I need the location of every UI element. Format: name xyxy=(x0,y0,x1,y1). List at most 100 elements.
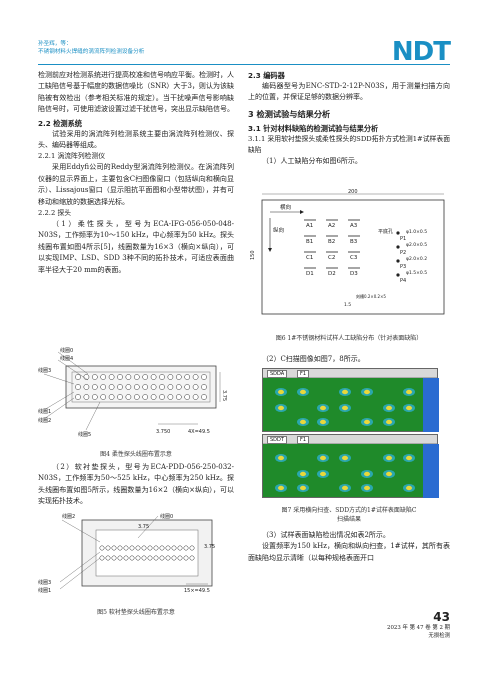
left-column: 检测前应对检测系统进行提高校准和信号响应平衡。检测时，人工缺陷信号基于幅度的数据… xyxy=(38,70,234,276)
f5-coil xyxy=(177,545,183,551)
f6-hole-label: P4 xyxy=(400,278,406,284)
f5-coil xyxy=(171,545,177,551)
figure-7-caption-line-2: 扫描结果 xyxy=(336,516,361,523)
f6-dim-bottom: 1.5 xyxy=(344,302,351,308)
f4-coil xyxy=(159,374,165,380)
figure-6-caption: 图6 1#不锈钢材料试样人工缺陷分布（针对表面缺陷） xyxy=(275,335,423,342)
f6-dim-height: 150 xyxy=(250,250,256,260)
f4-coil xyxy=(100,394,107,400)
f6-axis-transverse: 横向 xyxy=(280,203,291,211)
scan-spot-core xyxy=(406,389,412,395)
scan-spot-core xyxy=(342,389,348,395)
section-3-title: 3 检测试验与结果分析 xyxy=(248,108,331,119)
f6-p-spec-4: φ1.5×0.5 xyxy=(406,270,427,276)
f4-coil xyxy=(175,384,182,390)
scan-spot-core xyxy=(278,389,284,395)
scan-spot-core xyxy=(406,485,412,491)
f4-coil xyxy=(184,384,191,390)
f4-dim-2: 4X=49.5 xyxy=(188,429,210,435)
section-2-2-title: 2.2 检测系统 xyxy=(38,118,82,128)
f4-coil xyxy=(117,384,123,390)
f5-coil xyxy=(129,545,135,551)
f6-defect-label: A1 xyxy=(306,223,313,229)
f4-coil xyxy=(167,394,174,400)
scan-bottom-channel: F1 xyxy=(297,436,310,444)
f6-hole xyxy=(396,231,400,235)
scan-spot-core xyxy=(364,485,370,491)
f6-hole-label: P1 xyxy=(400,236,406,242)
f6-p-spec-2: φ2.0×0.5 xyxy=(406,242,427,248)
section-2-3-text: 编码器型号为ENC-STD-2-12P-N03S，用于测量扫描方向上的位置，并保… xyxy=(248,82,450,102)
journal-logo: NDT xyxy=(384,38,451,66)
scan-spot-core xyxy=(300,419,306,425)
intro-paragraph: 检测前应对检测系统进行提高校准和信号响应平衡。检测时，人工缺陷信号基于幅度的数据… xyxy=(38,71,234,114)
f5-coil xyxy=(129,555,135,561)
f4-coil xyxy=(133,374,140,380)
f4-coil xyxy=(75,374,81,380)
header-rule xyxy=(38,64,450,65)
item-2-text: （2）C扫描图像如图7，8所示。 xyxy=(262,355,365,363)
f5-coil xyxy=(147,545,153,551)
f4-coil xyxy=(159,384,165,390)
f4-dim-3: 3.75 xyxy=(221,390,227,401)
f4-coil xyxy=(83,394,90,400)
f4-coil xyxy=(184,374,191,380)
f5-coil xyxy=(99,555,105,561)
f6-defect-label: B3 xyxy=(350,239,358,245)
figure-7-caption-block: 图7 采用横向扫查、SDD方式的1#试样表面缺陷C 扫描结果 xyxy=(248,506,450,524)
scan-spot-core xyxy=(300,485,306,491)
f5-coil xyxy=(123,555,129,561)
scan-spot-core xyxy=(278,485,284,491)
f4-coil xyxy=(91,374,98,380)
scan-spot-core xyxy=(406,455,412,461)
f4-coil xyxy=(108,394,115,400)
f4-coil xyxy=(83,384,90,390)
f4-coil xyxy=(91,394,98,400)
f6-axis-longitudinal: 纵向 xyxy=(273,226,284,234)
f4-coil xyxy=(91,384,98,390)
figure-4: 线圈0 线圈4 线圈3 线圈1 线圈2 线圈5 3.750 4X=49.5 3.… xyxy=(38,344,234,458)
f6-p-spec-1: φ1.0×0.5 xyxy=(406,229,427,235)
f6-p-spec-3: φ2.0×0.2 xyxy=(406,256,427,262)
f6-defect-label: B2 xyxy=(328,239,335,245)
f5-label-coil2: 线圈2 xyxy=(62,513,75,520)
f5-coil xyxy=(189,555,195,561)
f6-flat-bottom-label: 平底孔 xyxy=(378,228,393,235)
f4-coil xyxy=(150,394,157,400)
scan-spot-core xyxy=(320,455,326,461)
f5-coil xyxy=(183,545,189,551)
scan-spot-core xyxy=(364,419,370,425)
f6-hole-label: P3 xyxy=(400,264,406,270)
f5-coil xyxy=(153,545,159,551)
section-2-2-2-text: （1）柔性探头，型号为ECA-IFG-056-050-048-N03S，工作频率… xyxy=(38,220,234,274)
f5-label-coil3: 线圈3 xyxy=(38,579,51,586)
scan-bottom-image xyxy=(275,444,439,498)
f4-coil xyxy=(75,394,81,400)
f4-coil xyxy=(175,394,182,400)
f4-coil xyxy=(184,394,191,400)
running-header-title: 不锈钢材料火焊缝的涡流阵列检测设备分析 xyxy=(38,49,145,55)
f4-label-coil4: 线圈4 xyxy=(60,355,73,362)
f4-coil xyxy=(75,384,81,390)
f4-label-coil0: 线圈0 xyxy=(60,347,73,354)
footer: 43 2023 年 第 47 卷 第 2 期 无损检测 xyxy=(387,610,450,640)
section-2-2-1-title: 2.2.1 涡流阵列检测仪 xyxy=(38,152,106,161)
f4-coil xyxy=(100,384,107,390)
f6-defect-label: D2 xyxy=(328,271,336,277)
f6-defect-label: B1 xyxy=(306,239,313,245)
scan-spot-core xyxy=(364,389,370,395)
f5-coil xyxy=(141,555,147,561)
f5-coil xyxy=(147,555,153,561)
f5-label-coil1: 线圈1 xyxy=(38,587,51,594)
figure-5-caption: 图5 软衬垫探头线圈布置示意 xyxy=(97,609,175,616)
f6-defect-label: C1 xyxy=(306,255,313,261)
scan-spot-core xyxy=(342,455,348,461)
scan-spot-core xyxy=(300,471,306,477)
f4-coil xyxy=(167,384,174,390)
f4-label-coil2: 线圈2 xyxy=(38,417,51,424)
f5-coil xyxy=(99,545,105,551)
scan-spot-core xyxy=(342,405,348,411)
f6-defect-label: C2 xyxy=(328,255,335,261)
f5-coil xyxy=(165,545,171,551)
